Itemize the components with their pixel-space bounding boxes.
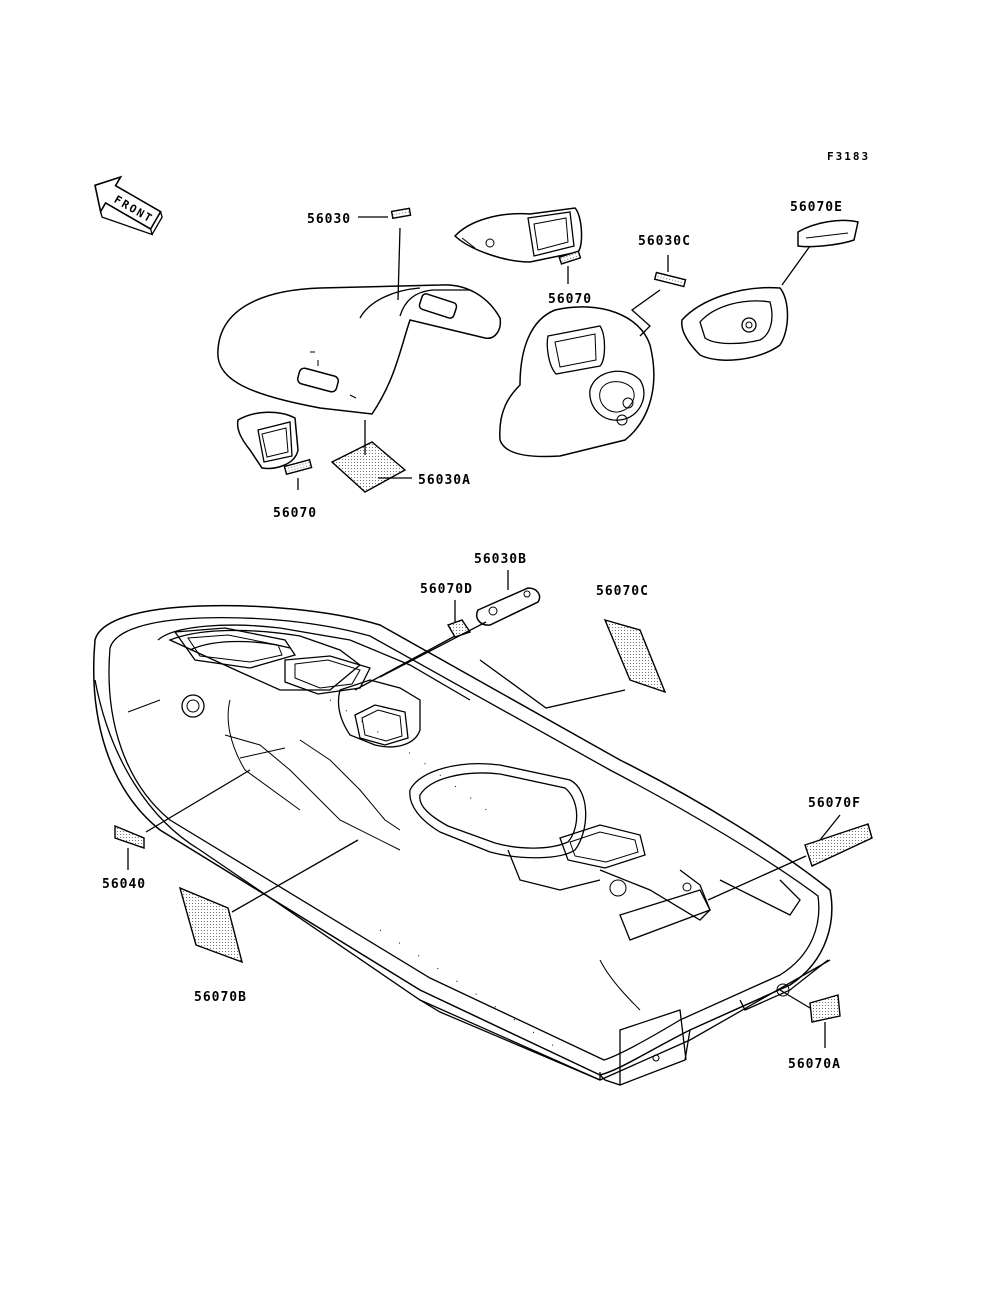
decal-56070A [809,994,841,1023]
hood-cover [217,284,502,415]
part-label-56070C: 56070C [596,584,649,599]
part-label-56040: 56040 [102,877,146,892]
decal-56070C [603,618,667,694]
front-label: FRONT [112,193,156,226]
decal-56070-top [558,250,582,265]
part-label-56070B: 56070B [194,990,247,1005]
decal-56070-left [283,458,313,476]
top-mirror [453,207,583,263]
part-label-56070A: 56070A [788,1057,841,1072]
decal-56040 [114,824,145,849]
decal-56030C [653,271,687,288]
decal-56070D [446,619,472,638]
decal-56030 [390,207,412,220]
decal-56030A [330,441,407,493]
figure-id: F3183 [827,150,870,163]
decal-56070F [804,823,873,867]
decal-56070B [178,886,244,964]
left-mirror [236,411,299,470]
storage-lid [681,286,789,361]
console-housing [499,306,655,458]
hull-deck [92,604,833,1086]
part-label-56030: 56030 [307,212,351,227]
part-label-56030B: 56030B [474,552,527,567]
part-label-56030C: 56030C [638,234,691,249]
part-label-56070F: 56070F [808,796,861,811]
part-label-56030A: 56030A [418,473,471,488]
part-label-56070E: 56070E [790,200,843,215]
part-label-56070-top: 56070 [548,292,592,307]
decal-56030B [476,587,541,626]
part-label-56070-left: 56070 [273,506,317,521]
part-label-56070D: 56070D [420,582,473,597]
part-56070E-cover [797,219,859,248]
front-arrow-icon: FRONT [94,175,163,236]
